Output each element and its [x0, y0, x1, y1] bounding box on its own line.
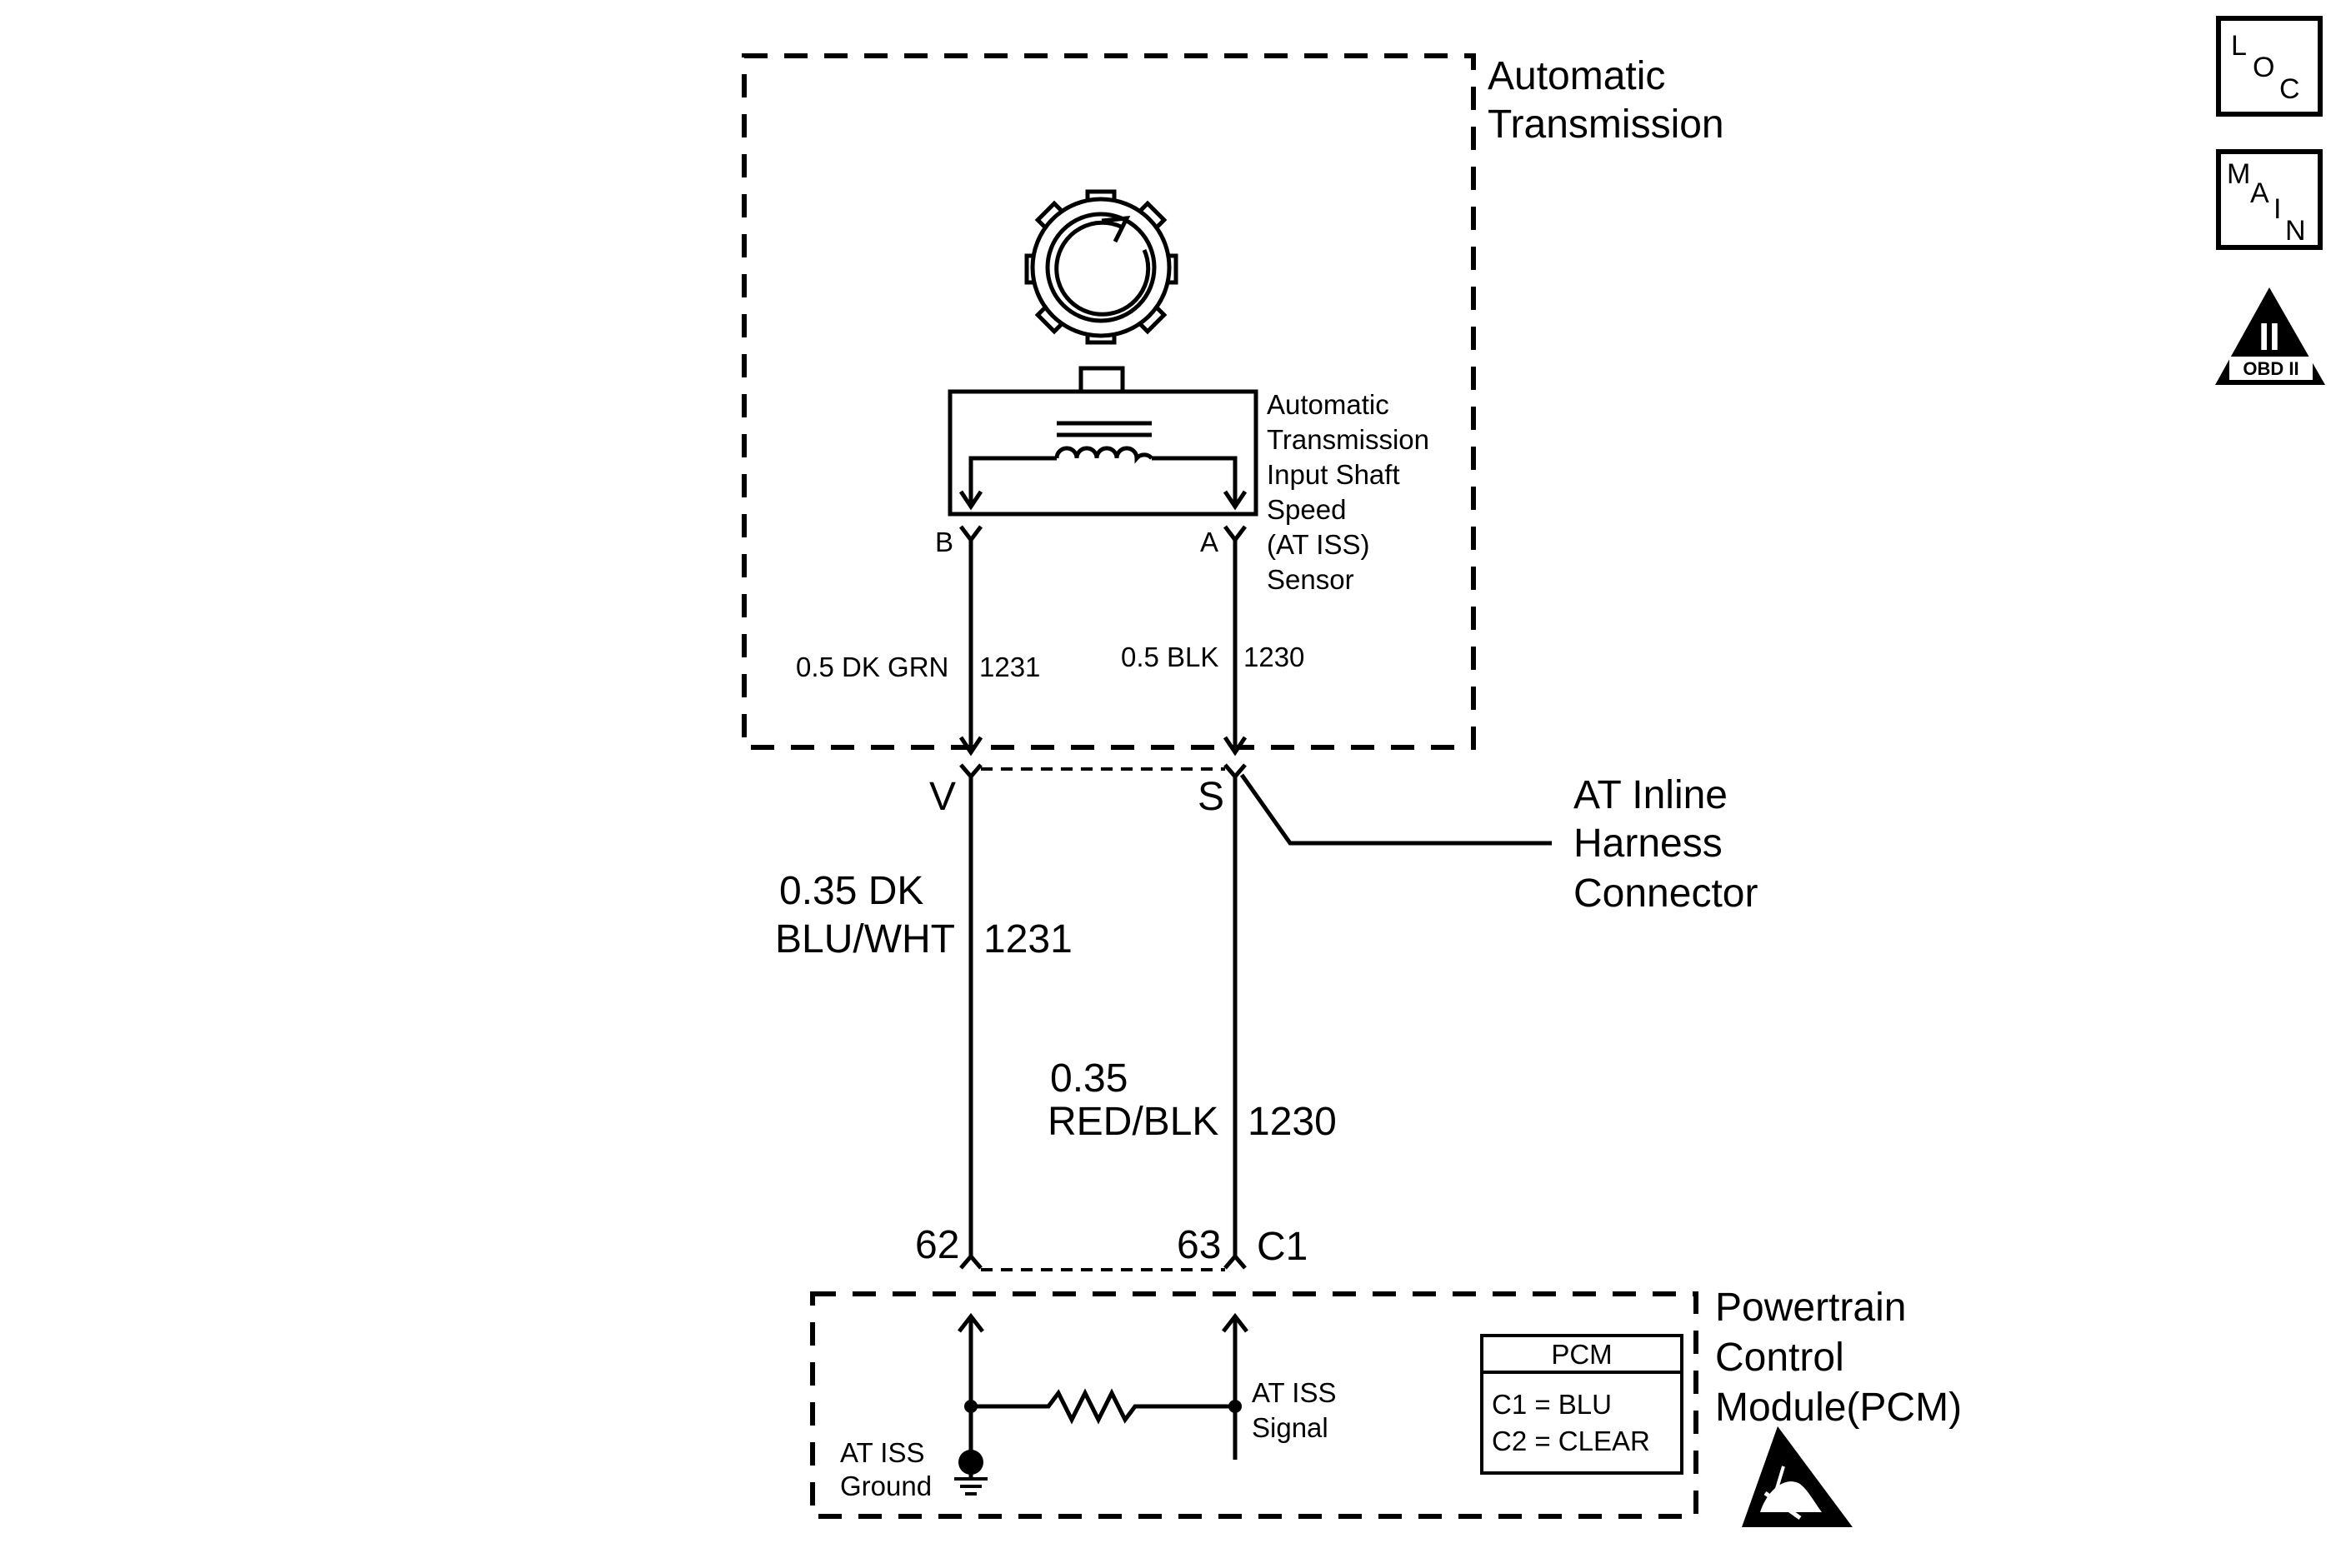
esd-warning-icon — [1742, 1426, 1853, 1527]
wire-circuit-1231-outer: 1231 — [983, 917, 1073, 961]
signal-label-line1: AT ISS — [1252, 1377, 1336, 1408]
inline-connector-label-line3: Connector — [1573, 871, 1758, 916]
wire-circuit-1231-inner: 1231 — [979, 652, 1040, 682]
wire-circuit-1230-outer: 1230 — [1248, 1100, 1337, 1144]
loc-badge[interactable] — [2216, 16, 2323, 117]
obd-text: OBD II — [2243, 358, 2298, 379]
sensor-pin-a: A — [1200, 527, 1218, 557]
sensor-label-line4: Speed — [1267, 494, 1346, 525]
main-letter-i: I — [2273, 193, 2281, 225]
wire-label-dkblu-line1: 0.35 DK — [779, 869, 923, 913]
transmission-boundary — [742, 53, 1476, 750]
sensor-label-line1: Automatic — [1267, 389, 1389, 420]
loc-letter-l: L — [2231, 30, 2247, 62]
pcm-pin-62-terminal — [959, 1253, 983, 1270]
sensor-label-line3: Input Shaft — [1267, 459, 1400, 490]
inline-connector-label-line1: AT Inline — [1573, 773, 1728, 817]
wire-label-redblk-line2: RED/BLK — [1048, 1100, 1218, 1144]
pcm-label-line2: Control — [1715, 1336, 1844, 1380]
pcm-table-row-c2: C2 = CLEAR — [1492, 1426, 1650, 1456]
sensor-body — [948, 389, 1258, 517]
sensor-pin-b: B — [935, 527, 953, 557]
pcm-label-line1: Powertrain — [1715, 1286, 1906, 1330]
signal-label-line2: Signal — [1252, 1412, 1328, 1443]
pin-b-terminal — [959, 525, 983, 544]
pcm-connector-table — [1480, 1334, 1683, 1475]
wire-circuit-1230-inner: 1230 — [1243, 642, 1304, 672]
ground-label-line2: Ground — [840, 1471, 932, 1501]
main-letter-m: M — [2227, 158, 2250, 190]
transmission-title-line1: Automatic — [1488, 54, 1665, 98]
pcm-internal-circuit — [958, 1312, 1248, 1460]
wire-1231-arrow — [958, 736, 983, 757]
pcm-connector-name: C1 — [1257, 1225, 1308, 1269]
pcm-boundary — [810, 1291, 1698, 1519]
sensor-label-line6: Sensor — [1267, 564, 1354, 595]
wire-1230-arrow — [1223, 736, 1248, 757]
main-letter-a: A — [2250, 177, 2269, 209]
pcm-pin-63-terminal — [1223, 1253, 1247, 1270]
wire-label-dkgrn: 0.5 DK GRN — [796, 652, 948, 682]
loc-letter-o: O — [2253, 52, 2274, 83]
sensor-tip — [1078, 366, 1125, 394]
obd-badge[interactable] — [2215, 287, 2325, 385]
pcm-table-header: PCM — [1551, 1339, 1612, 1370]
pcm-pin-63: 63 — [1177, 1223, 1221, 1267]
wire-label-dkblu-line2: BLU/WHT — [775, 917, 955, 961]
inline-pin-s: S — [1198, 775, 1224, 819]
inline-connector-leader — [1239, 773, 1552, 846]
reluctor-wheel-icon — [1024, 189, 1178, 345]
ground-label-line1: AT ISS — [840, 1437, 924, 1468]
wire-label-blk: 0.5 BLK — [1121, 642, 1218, 672]
sensor-label-line5: (AT ISS) — [1267, 529, 1369, 560]
loc-letter-c: C — [2279, 73, 2300, 105]
sensor-label-line2: Transmission — [1267, 424, 1429, 455]
main-badge[interactable] — [2216, 149, 2323, 250]
ground-icon — [954, 1450, 988, 1496]
pcm-label-line3: Module(PCM) — [1715, 1386, 1962, 1430]
wire-label-redblk-line1: 0.35 — [1050, 1056, 1128, 1101]
inline-pin-v: V — [929, 775, 956, 819]
inline-pin-v-terminal — [959, 763, 983, 780]
pcm-table-row-c1: C1 = BLU — [1492, 1389, 1612, 1420]
main-letter-n: N — [2285, 215, 2306, 247]
obd-numeral: II — [2258, 315, 2280, 358]
coil-icon — [958, 421, 1248, 511]
pin-a-terminal — [1223, 525, 1247, 544]
transmission-title-line2: Transmission — [1488, 102, 1724, 147]
inline-connector-label-line2: Harness — [1573, 821, 1723, 866]
pcm-pin-62: 62 — [915, 1223, 959, 1267]
